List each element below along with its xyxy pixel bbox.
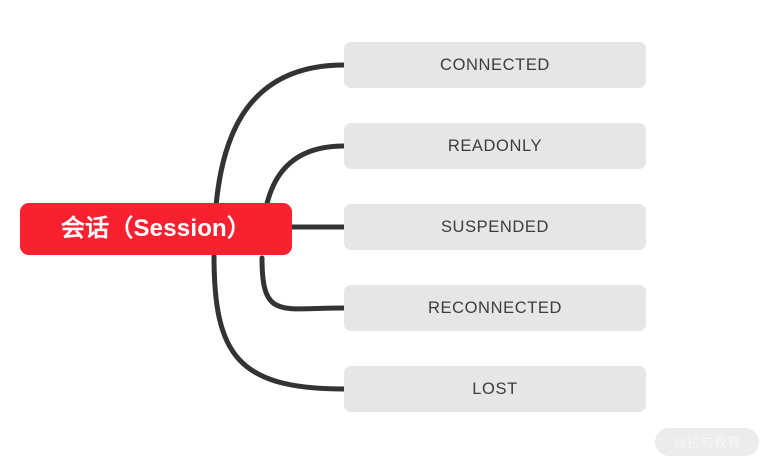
child-node-lost[interactable]: LOST [344,366,646,412]
child-node-label: CONNECTED [440,55,550,74]
child-node-suspended[interactable]: SUSPENDED [344,204,646,250]
connector-to-reconnected [259,255,347,312]
child-node-readonly[interactable]: READONLY [344,123,646,169]
watermark-badge: @拉勾教育 [655,428,759,456]
child-node-connected[interactable]: CONNECTED [344,42,646,88]
root-node-label: 会话（Session） [60,215,252,242]
child-node-reconnected[interactable]: RECONNECTED [344,285,646,331]
watermark-label: @拉勾教育 [673,434,741,450]
root-node-session[interactable]: 会话（Session） [20,203,292,255]
connector-to-lost [211,253,347,392]
child-node-label: READONLY [447,136,543,155]
child-node-label: LOST [472,379,518,398]
child-node-label: RECONNECTED [427,298,563,317]
child-node-label: SUSPENDED [440,217,550,236]
